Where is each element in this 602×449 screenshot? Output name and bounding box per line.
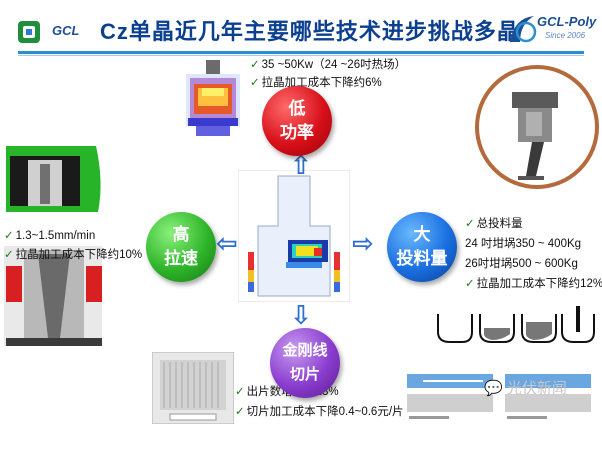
arrow-right-icon: ⇨ (352, 228, 374, 258)
check-icon: ✓ (465, 278, 475, 290)
page-title: Cz单晶近几年主要哪些技术进步挑战多晶 (100, 19, 520, 44)
wafer-slicing-photo (152, 352, 234, 424)
watermark: 💬 光伏新闻 (484, 380, 567, 397)
hot-zone-cutaway-image (0, 142, 106, 366)
gcl-poly-logo-icon (510, 16, 537, 43)
gcl-logo-icon (18, 21, 40, 43)
high-pull-speed-line1: 高 (172, 225, 190, 244)
diamond-wire-circle: 金刚线 切片 (270, 328, 340, 398)
high-pull-speed-line2: 拉速 (164, 249, 198, 268)
gcl-poly-logo-text: GCL-Poly (537, 14, 597, 29)
center-simulation-image (238, 170, 350, 302)
check-icon: ✓ (4, 230, 14, 242)
check-icon: ✓ (4, 249, 14, 261)
crystal-puller-photo (475, 65, 599, 189)
bottom-bullet-1: ✓切片加工成本下降0.4~0.6元/片 (235, 406, 404, 418)
high-pull-speed-circle: 高 拉速 (146, 212, 216, 282)
left-bullet-1: ✓拉晶加工成本下降约10% (4, 249, 143, 261)
check-icon: ✓ (465, 218, 475, 230)
right-bullet-0: ✓总投料量 (465, 218, 523, 230)
low-power-line2: 功率 (280, 123, 314, 142)
top-bullet-1: ✓拉晶加工成本下降约6% (250, 77, 382, 89)
gcl-poly-since: Since 2006 (545, 31, 586, 40)
large-charge-line2: 投料量 (396, 249, 448, 268)
thermal-field-simulation-image (176, 58, 250, 140)
low-power-line1: 低 (288, 99, 306, 118)
check-icon: ✓ (235, 406, 245, 418)
large-charge-circle: 大 投料量 (387, 212, 457, 282)
large-charge-line1: 大 (413, 225, 431, 244)
right-bullet-2: 26吋坩埚500 ~ 600Kg (465, 258, 578, 270)
left-bullet-0: ✓1.3~1.5mm/min (4, 230, 96, 242)
header-rule-thin (18, 55, 584, 56)
right-bullet-1: 24 吋坩埚350 ~ 400Kg (465, 238, 582, 250)
diamond-wire-line2: 切片 (289, 366, 320, 383)
arrow-left-icon: ⇦ (216, 228, 238, 258)
check-icon: ✓ (250, 59, 260, 71)
chat-bubble-icon: 💬 (484, 380, 503, 397)
right-bullet-3: ✓拉晶加工成本下降约12% (465, 278, 602, 290)
low-power-circle: 低 功率 (262, 86, 332, 156)
check-icon: ✓ (235, 386, 245, 398)
check-icon: ✓ (250, 77, 260, 89)
wire-saw-schematic (403, 362, 595, 422)
crucible-process-diagram (432, 302, 598, 350)
header-rule (18, 51, 584, 54)
top-bullet-0: ✓35 ~50Kw（24 ~26吋热场） (250, 59, 407, 71)
arrow-down-icon: ⇩ (290, 300, 312, 330)
gcl-logo-text: GCL (52, 23, 80, 38)
diamond-wire-line1: 金刚线 (282, 342, 328, 359)
